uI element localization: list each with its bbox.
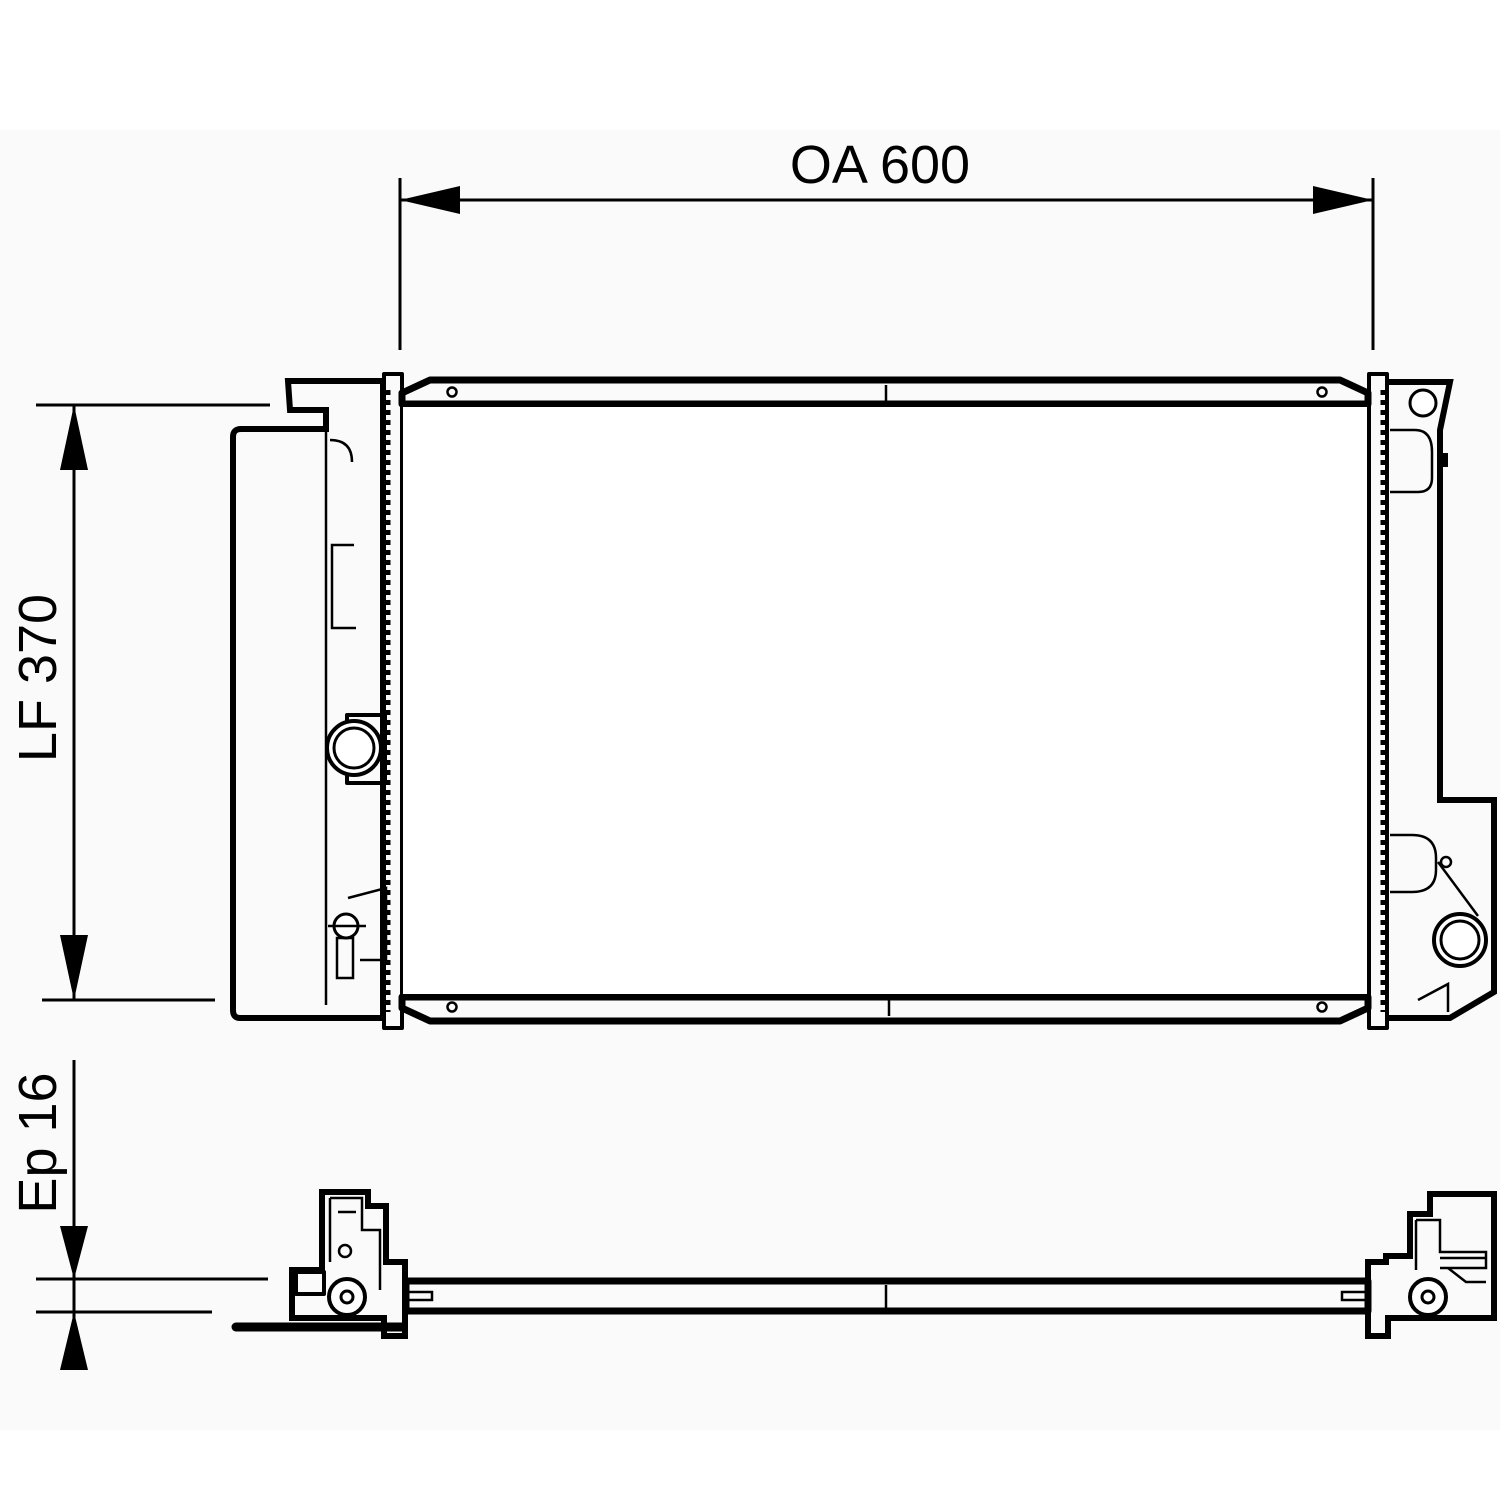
core-top-left-hole [446, 386, 458, 398]
width-dimension: OA 600 [398, 135, 1375, 350]
height-label: LF 370 [8, 594, 68, 762]
thickness-label: Ep 16 [8, 1072, 68, 1213]
side-left-pin [337, 1243, 353, 1259]
left-tank-bracket [330, 543, 356, 630]
right-filler-cap [1408, 388, 1438, 418]
side-left-pipe-inner [339, 1289, 355, 1305]
left-inlet-pipe [325, 713, 387, 785]
core-face [401, 405, 1369, 996]
side-left-bracket-outline [289, 1189, 408, 1339]
width-arrow-left [400, 186, 460, 214]
height-dimension: LF 370 [8, 403, 270, 1002]
left-drain-plug [328, 886, 388, 980]
right-header-strip [1367, 372, 1389, 1030]
left-inlet-inner-circle [332, 726, 376, 770]
left-tank-hook [329, 438, 354, 463]
right-outlet-pipe [1432, 912, 1488, 968]
height-arrow-bottom [60, 935, 88, 1000]
core-bottom-right-hole [1316, 1001, 1328, 1013]
core-top-right-hole [1316, 386, 1328, 398]
thickness-arrow-top [60, 1226, 88, 1279]
side-right-pipe-inner [1420, 1289, 1436, 1305]
radiator-side-view [231, 1189, 1497, 1339]
right-tank-foot [1417, 981, 1450, 1012]
left-drain-bracket [347, 886, 388, 962]
right-outlet-pin [1439, 855, 1453, 869]
side-right-bracket-outline [1365, 1191, 1497, 1339]
right-outlet-neck [1390, 833, 1438, 894]
side-right-brace [1447, 1267, 1486, 1284]
width-label: OA 600 [790, 135, 970, 195]
right-filler-tab [1438, 453, 1448, 467]
radiator-front-view [230, 372, 1497, 1030]
thickness-dimension: Ep 16 [8, 1060, 268, 1370]
side-right-bracket-inner [1414, 1218, 1488, 1270]
core-bottom-left-hole [446, 1001, 458, 1013]
left-drain-stem [335, 936, 355, 980]
right-tank-outline [1388, 379, 1497, 1021]
height-arrow-top [60, 405, 88, 470]
right-tank-neck [1390, 428, 1434, 494]
side-left-bracket-inner [328, 1196, 382, 1290]
side-left-block [294, 1270, 326, 1296]
left-tank-outline [230, 378, 386, 1021]
right-outlet-diagonal [1436, 861, 1480, 917]
right-outlet-inner-circle [1439, 919, 1481, 961]
width-arrow-right [1313, 186, 1373, 214]
side-right-clip [1340, 1290, 1368, 1302]
thickness-arrow-bottom [60, 1312, 88, 1370]
side-left-clip [406, 1290, 434, 1302]
